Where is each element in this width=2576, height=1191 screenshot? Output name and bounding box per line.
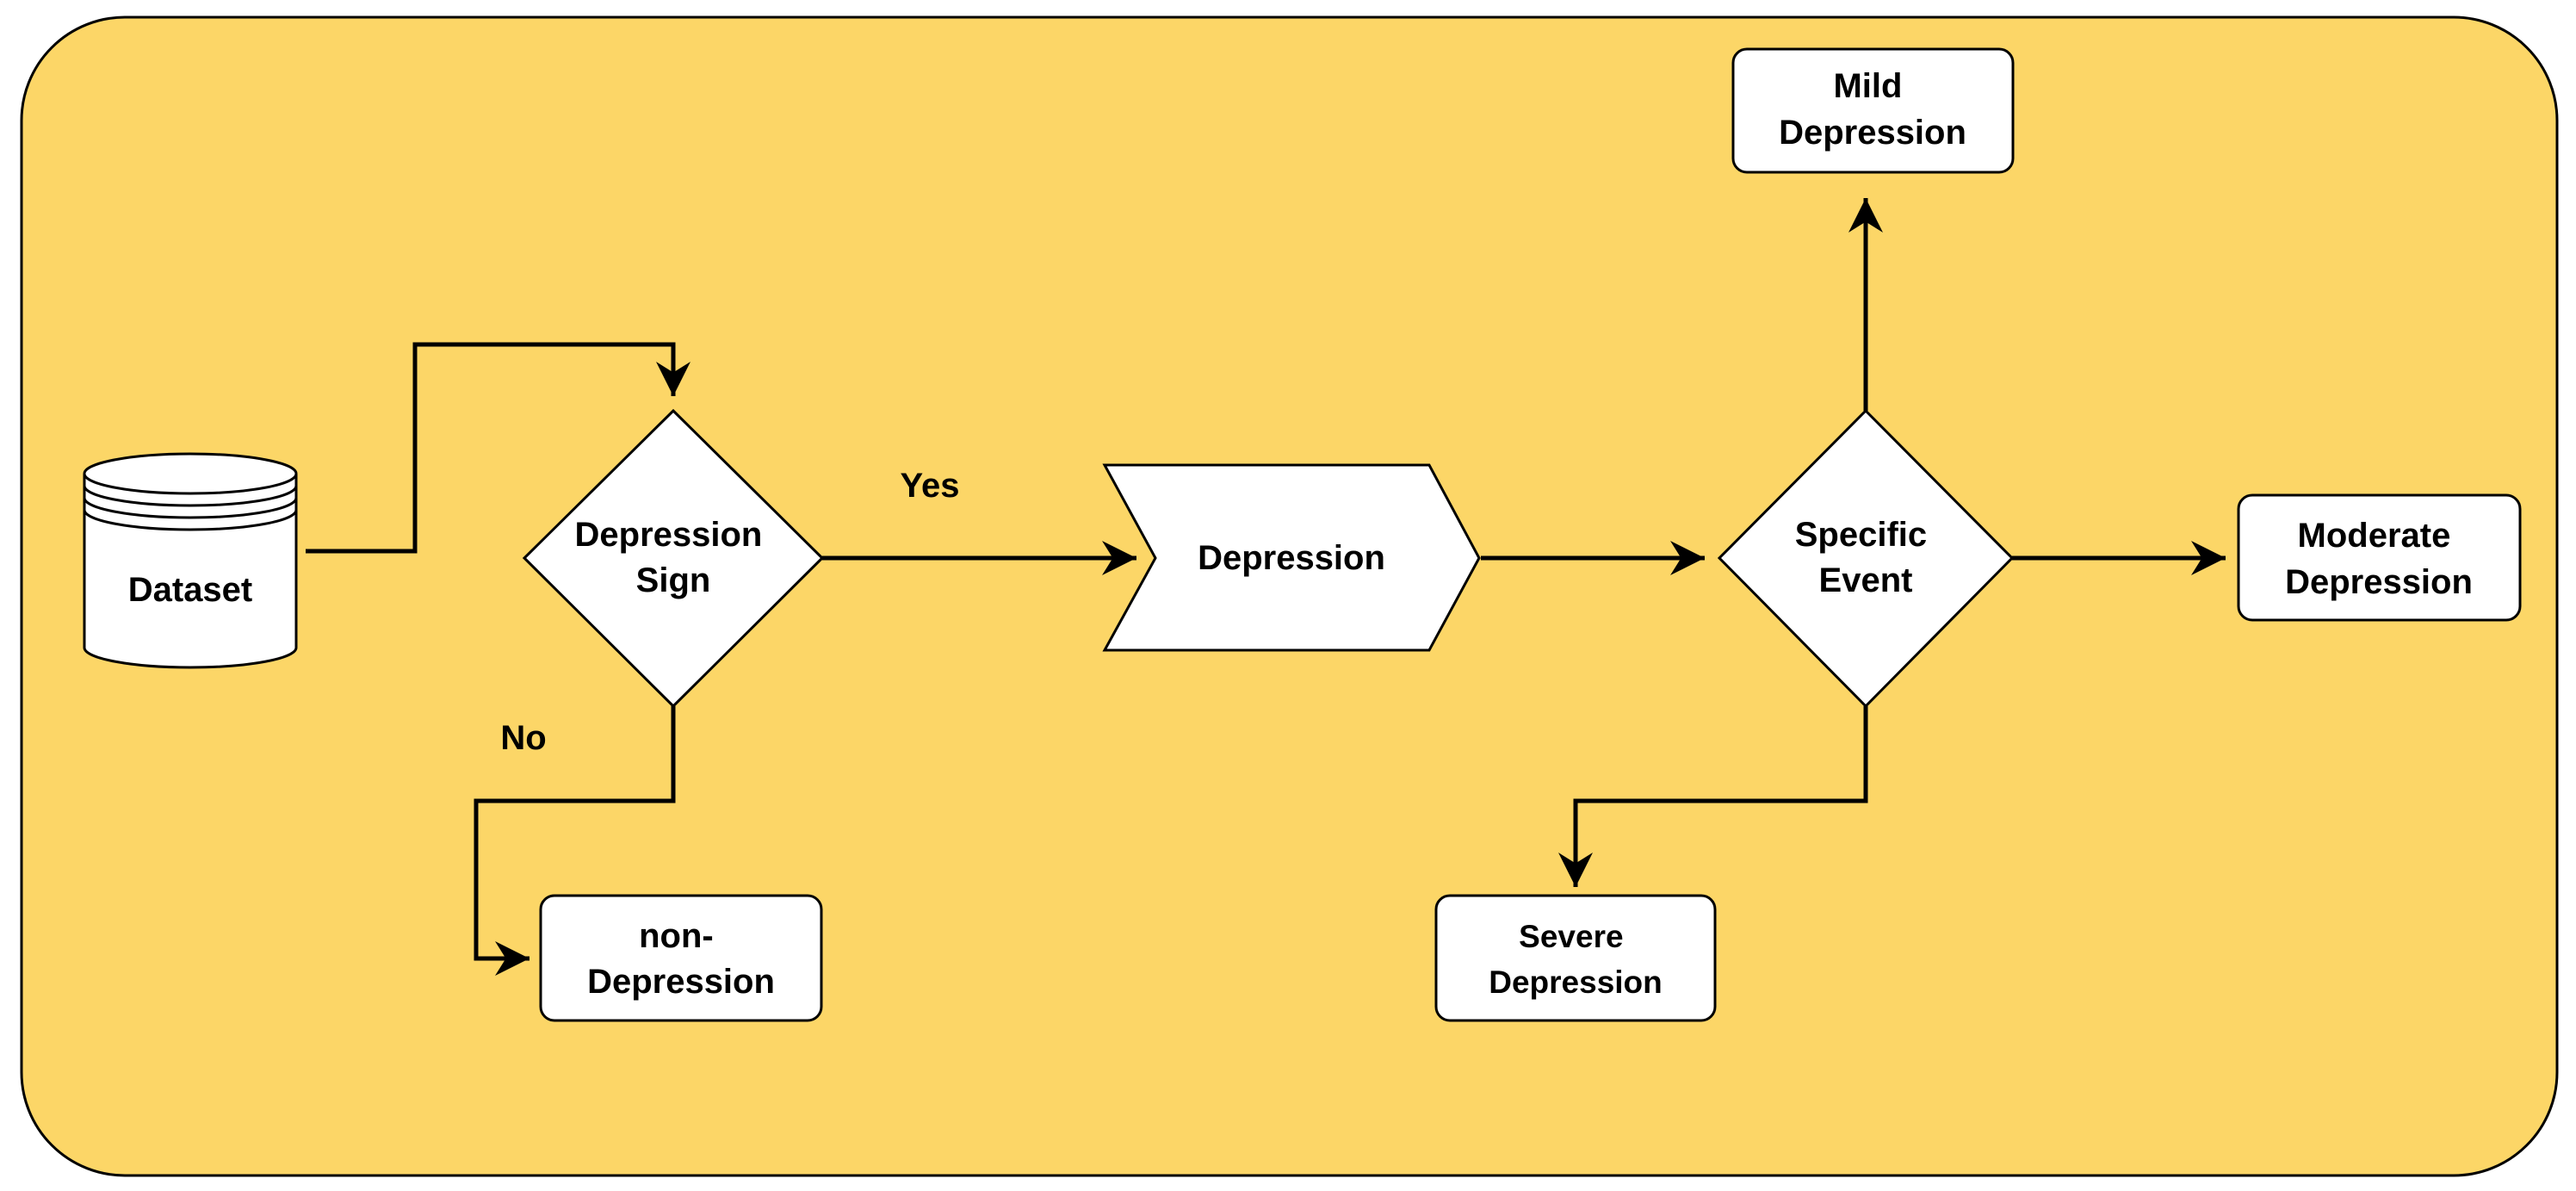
node-severe-depression: Severe Depression: [1434, 894, 1717, 1022]
node-dataset: Dataset: [83, 452, 298, 669]
connector-dataset-to-sign: [306, 342, 690, 554]
dataset-label: Dataset: [128, 571, 253, 609]
yes-label: Yes: [901, 467, 960, 505]
node-depression: Depression: [1102, 463, 1481, 652]
non-depression-label: non- Depression: [587, 917, 775, 1001]
decision-depression-sign: Depression Sign: [522, 408, 825, 709]
database-cylinder-icon: [83, 452, 298, 669]
depression-sign-label: Depression Sign: [575, 516, 772, 599]
decision-specific-event: Specific Event: [1717, 408, 2015, 709]
node-moderate-depression: Moderate Depression: [2237, 493, 2522, 622]
no-label: No: [500, 719, 546, 757]
connector-event-to-severe: [1558, 706, 1868, 887]
connector-sign-no-to-non-depression: [474, 706, 676, 976]
specific-event-label: Specific Event: [1795, 516, 1937, 599]
depression-label: Depression: [1198, 539, 1385, 577]
moderate-depression-label: Moderate Depression: [2285, 517, 2473, 601]
node-non-depression: non- Depression: [539, 894, 823, 1022]
severe-depression-label: Severe Depression: [1489, 919, 1663, 1000]
node-mild-depression: Mild Depression: [1731, 47, 2015, 174]
mild-depression-label: Mild Depression: [1779, 67, 1966, 152]
